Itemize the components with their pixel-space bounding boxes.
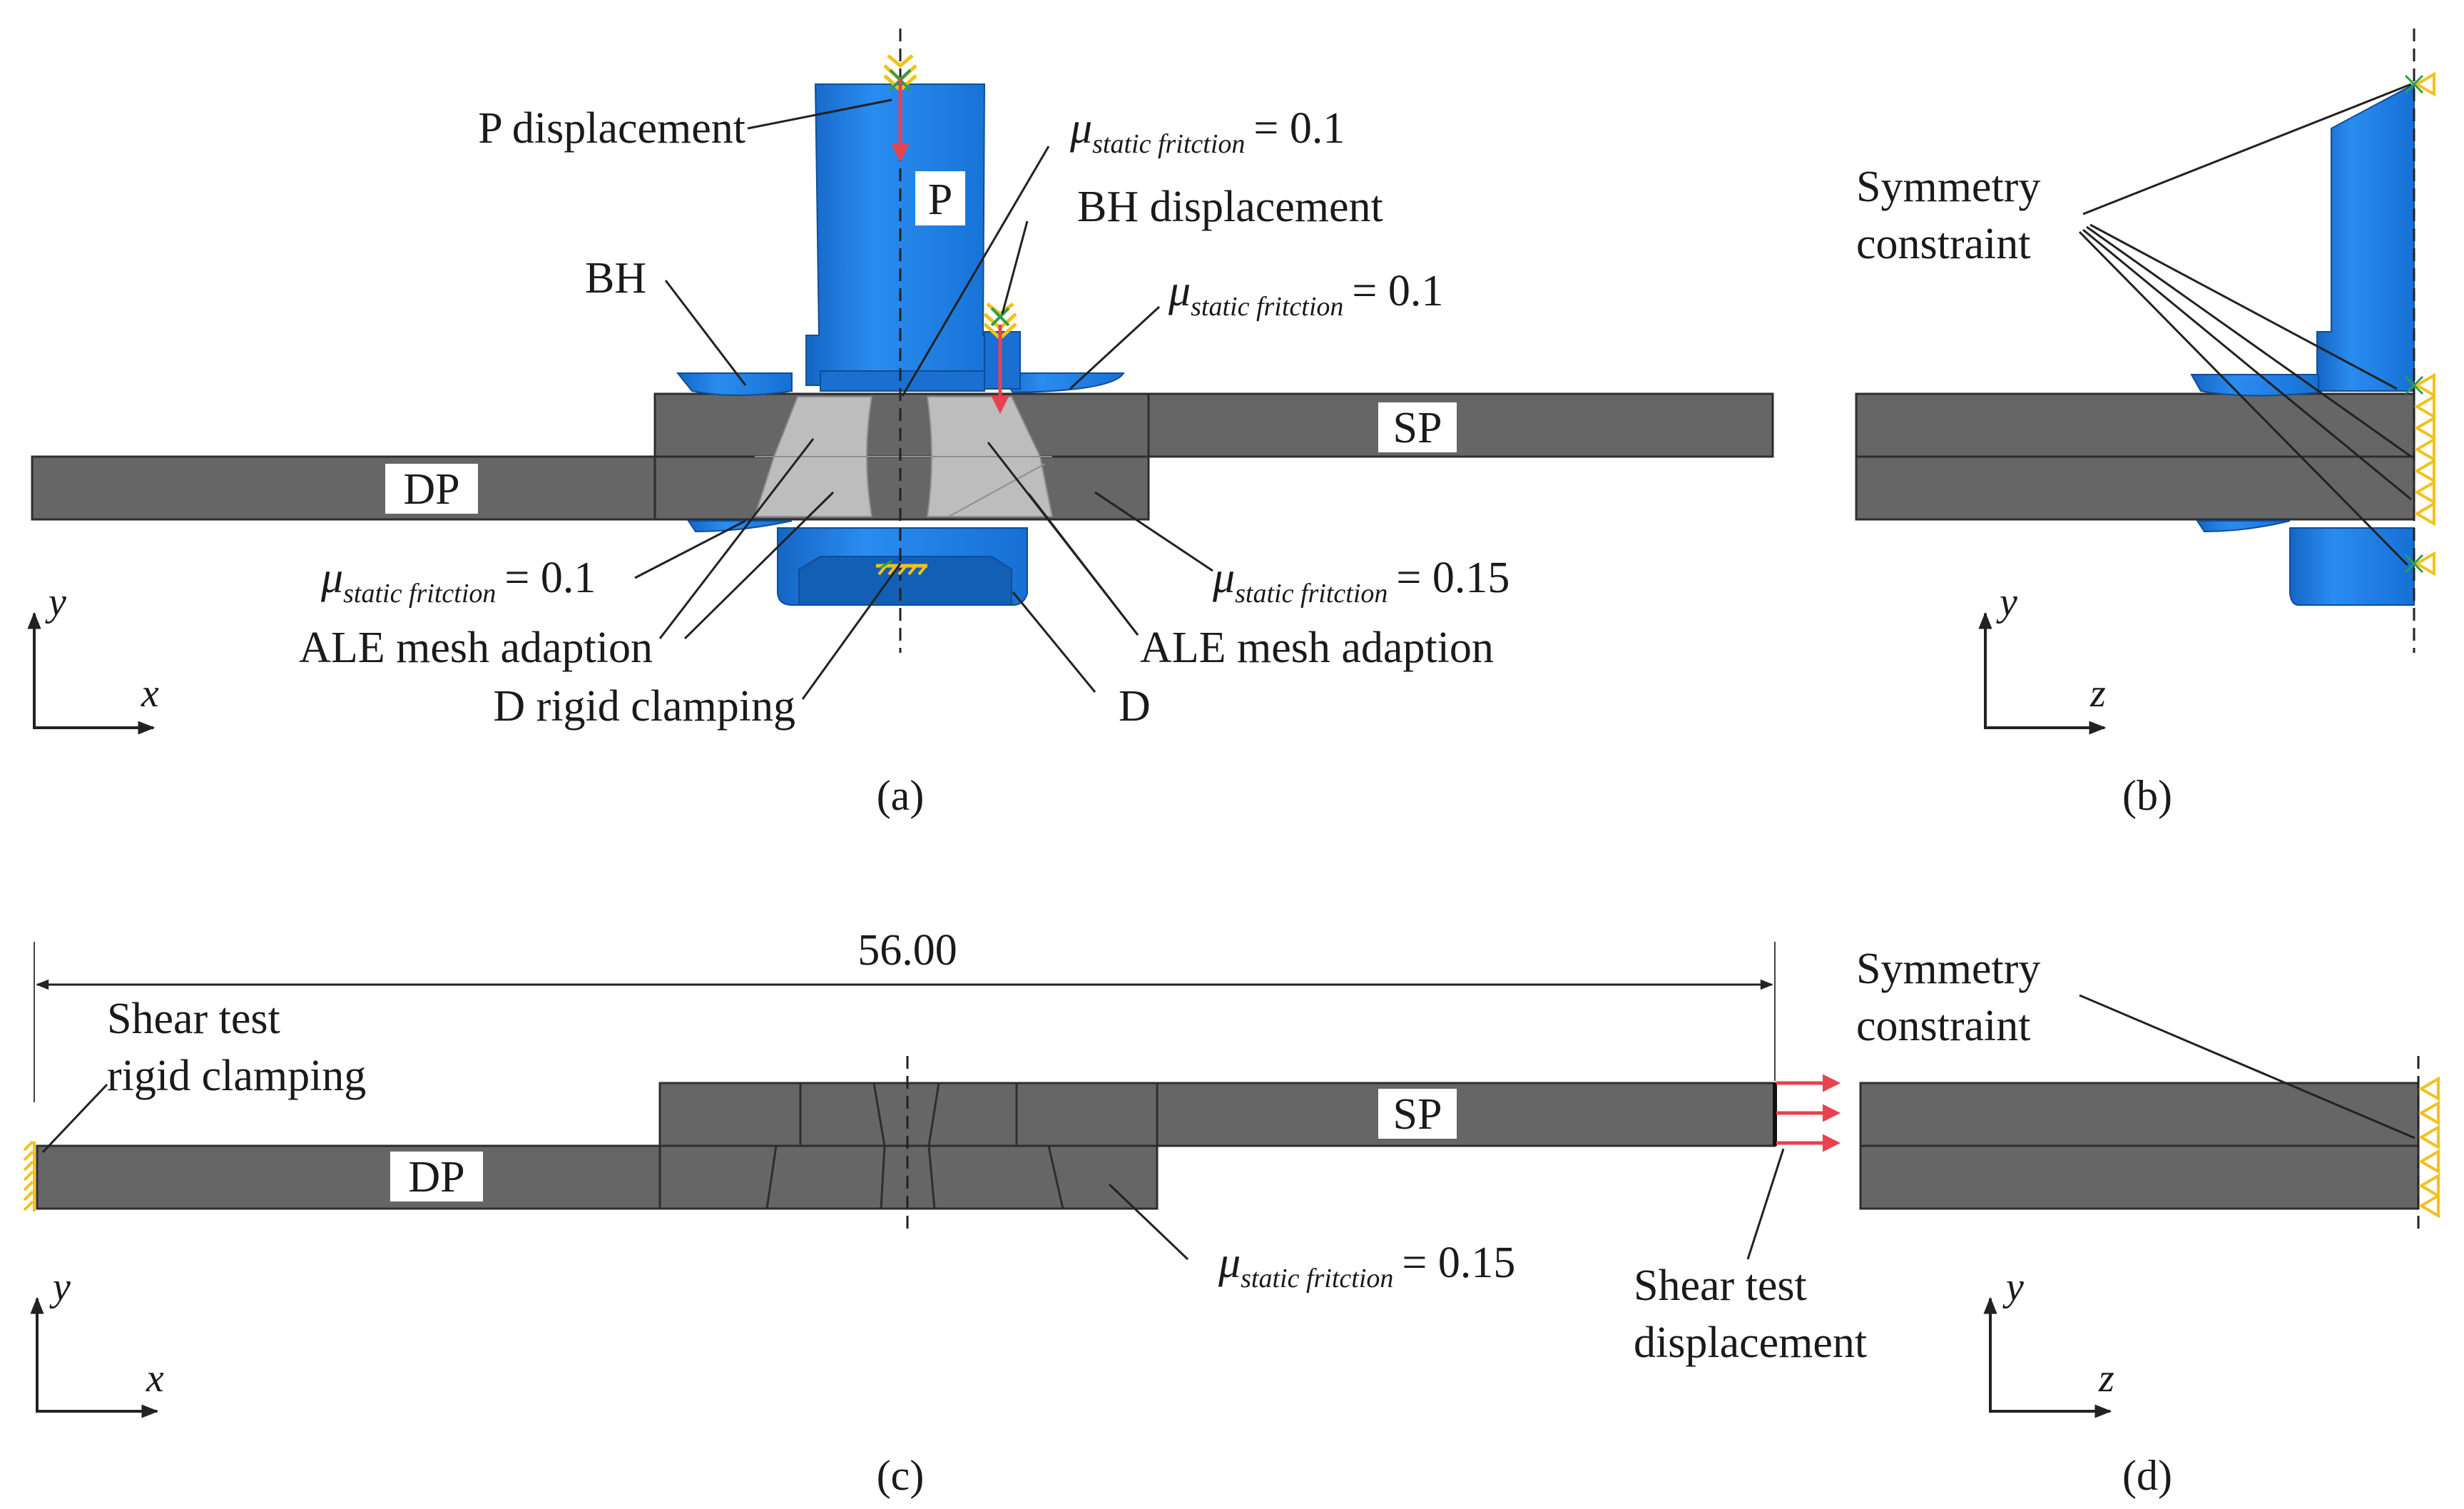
label-sp-c: SP xyxy=(1393,1090,1442,1139)
label-dp-c: DP xyxy=(408,1153,464,1201)
friction-bh-right: μstatic fritction= 0.1 xyxy=(1168,267,1443,322)
bh-right-disc xyxy=(997,372,1125,394)
d-clamping-bc xyxy=(876,559,927,576)
friction-top: μstatic fritction= 0.1 xyxy=(1069,104,1345,159)
label-bh: BH xyxy=(585,254,646,303)
bh-collar xyxy=(984,331,1021,390)
svg-text:x: x xyxy=(146,1356,164,1401)
dp-sheet-c xyxy=(36,1144,1159,1210)
axes-b: y z xyxy=(1978,580,2107,735)
label-ale-right: ALE mesh adaption xyxy=(1140,624,1494,672)
dimension-value: 56.00 xyxy=(857,926,957,975)
symmetry-constraints-d xyxy=(2418,1076,2440,1219)
axes-a: y x xyxy=(27,580,159,735)
svg-text:y: y xyxy=(2002,1265,2024,1309)
sheet-d-lower xyxy=(1859,1144,2420,1210)
friction-right-bottom: μstatic fritction= 0.15 xyxy=(1212,554,1510,609)
punch-b xyxy=(2316,83,2415,392)
axes-d: y z xyxy=(1983,1265,2114,1418)
sheet-d-upper xyxy=(1859,1082,2420,1147)
sp-sheet-c xyxy=(658,1082,1776,1147)
label-symmetry-d-2: constraint xyxy=(1856,1002,2031,1050)
sheet-b-lower xyxy=(1855,455,2415,521)
symmetry-constraints-b xyxy=(2414,71,2435,576)
caption-a: (a) xyxy=(877,772,925,819)
svg-text:z: z xyxy=(2089,671,2106,716)
caption-b: (b) xyxy=(2122,772,2172,819)
label-dp: DP xyxy=(403,465,459,514)
panel-b: Symmetry constraint y z (b) xyxy=(1855,29,2435,819)
friction-left-bottom: μstatic fritction= 0.1 xyxy=(320,554,596,609)
sheet-b-upper xyxy=(1855,392,2415,458)
shear-displacement-bc xyxy=(1773,1074,1841,1152)
label-p: P xyxy=(928,176,952,224)
label-sp: SP xyxy=(1393,404,1442,452)
dp-sheet xyxy=(31,455,661,521)
axes-c: y x xyxy=(30,1265,164,1418)
svg-text:z: z xyxy=(2098,1356,2114,1401)
label-shear-disp-2: displacement xyxy=(1634,1319,1867,1367)
die-b xyxy=(2289,527,2415,606)
panel-a: P SP DP P displacement BH BH displacemen… xyxy=(27,29,1774,819)
caption-d: (d) xyxy=(2122,1452,2172,1499)
punch-p xyxy=(805,83,999,386)
p-displacement-bc xyxy=(883,54,917,162)
svg-text:y: y xyxy=(49,1265,71,1309)
svg-text:y: y xyxy=(1996,580,2017,624)
label-d: D xyxy=(1119,682,1151,731)
label-ale-left: ALE mesh adaption xyxy=(299,624,653,672)
friction-panel-c: μstatic fritction= 0.15 xyxy=(1218,1239,1515,1294)
caption-c: (c) xyxy=(877,1452,925,1499)
label-bh-displacement: BH displacement xyxy=(1077,183,1383,231)
joint-lower-block xyxy=(653,455,1150,521)
svg-text:y: y xyxy=(45,580,66,624)
svg-text:x: x xyxy=(141,671,159,716)
label-symmetry-d-1: Symmetry xyxy=(1856,945,2040,993)
label-shear-clamp-1: Shear test xyxy=(107,995,280,1043)
label-p-displacement: P displacement xyxy=(478,104,745,153)
shear-clamping-bc xyxy=(23,1140,36,1211)
label-symmetry-b-2: constraint xyxy=(1856,220,2031,268)
panel-d: Symmetry constraint y z (d) xyxy=(1856,945,2440,1499)
panel-c: 56.00 SP DP xyxy=(23,926,1867,1499)
bh-displacement-bc xyxy=(983,303,1017,414)
label-shear-disp-1: Shear test xyxy=(1634,1261,1807,1310)
label-shear-clamp-2: rigid clamping xyxy=(107,1052,366,1100)
label-symmetry-b-1: Symmetry xyxy=(1856,163,2040,211)
bh-left-disc xyxy=(676,372,793,396)
label-d-rigid-clamping: D rigid clamping xyxy=(493,682,795,731)
